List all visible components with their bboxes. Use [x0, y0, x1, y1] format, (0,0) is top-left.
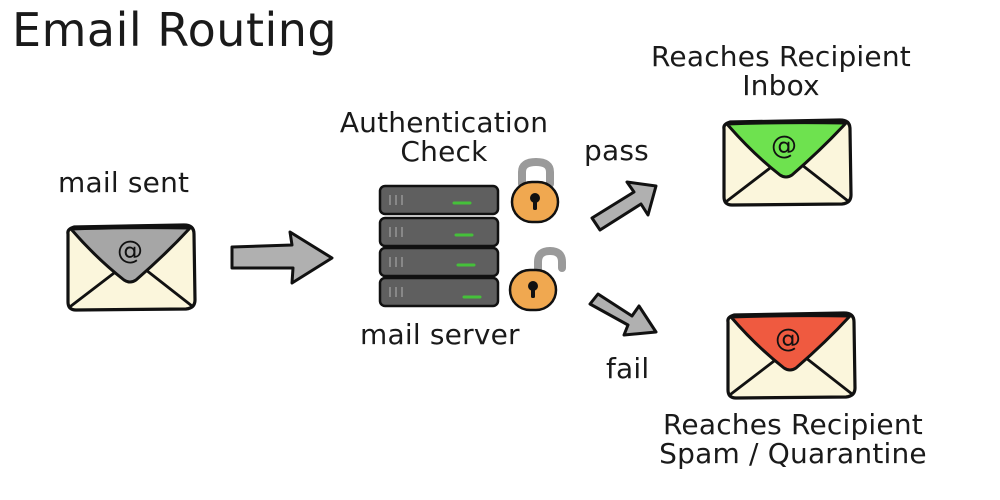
mail-server-label: mail server	[360, 318, 520, 351]
diagram-title: Email Routing	[12, 3, 338, 57]
auth-label-line2: Check	[400, 135, 488, 169]
spam-label-line1: Reaches Recipient	[663, 408, 923, 441]
inbox-label: Reaches Recipient Inbox	[640, 42, 922, 101]
server-unit-1	[378, 184, 500, 216]
spam-label-line2: Spam / Quarantine	[659, 437, 927, 471]
envelope-sent-flap	[69, 226, 192, 284]
svg-text:@: @	[775, 324, 801, 354]
open-padlock-icon	[508, 246, 566, 312]
authentication-check-label: Authentication Check	[330, 108, 558, 167]
envelope-sent-icon: @	[66, 223, 197, 312]
inbox-label-line2: Inbox	[742, 69, 820, 103]
arrow-pass	[590, 180, 658, 232]
auth-label-line1: Authentication	[339, 106, 549, 139]
envelope-spam-icon: @	[726, 311, 857, 400]
closed-padlock-icon	[510, 157, 560, 224]
mail-sent-label: mail sent	[58, 166, 190, 199]
pass-edge-label: pass	[584, 134, 649, 167]
fail-edge-label: fail	[606, 352, 650, 385]
svg-text:@: @	[771, 131, 797, 161]
server-unit-2	[378, 216, 500, 248]
at-sign-sent: @	[117, 236, 143, 266]
server-unit-4	[378, 276, 500, 308]
server-unit-3	[378, 246, 500, 278]
inbox-label-line1: Reaches Recipient	[651, 40, 911, 73]
arrow-sent-to-server	[230, 230, 334, 285]
spam-label: Reaches Recipient Spam / Quarantine	[640, 410, 946, 469]
server-stack-icon	[378, 184, 500, 308]
envelope-inbox-icon: @	[722, 118, 853, 207]
arrow-fail	[588, 292, 658, 337]
